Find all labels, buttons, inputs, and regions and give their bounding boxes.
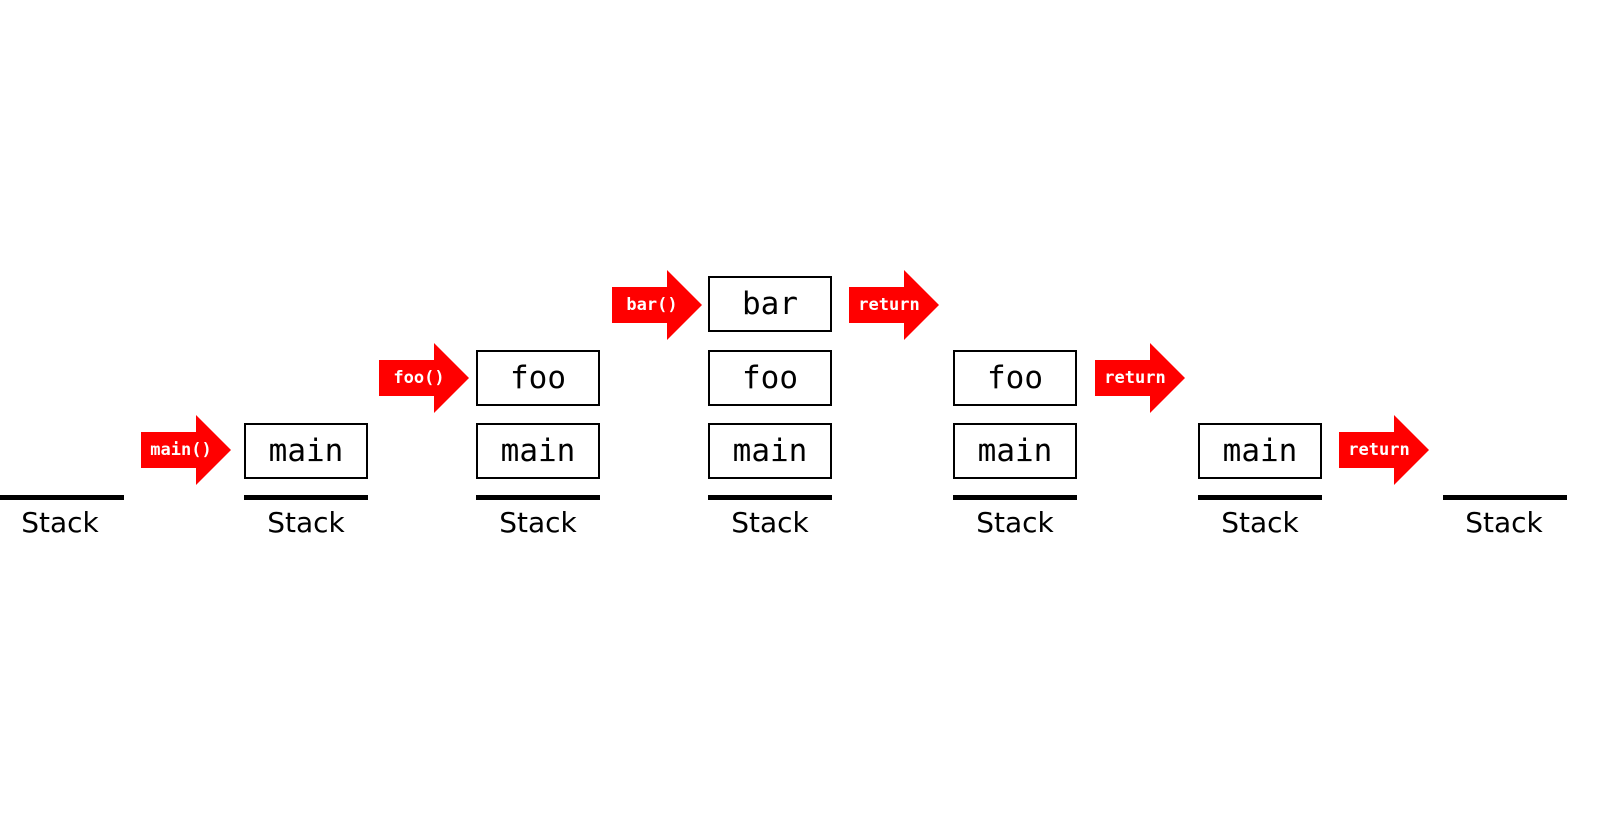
stack-label: Stack (976, 506, 1054, 539)
call-foo-arrow: foo() (379, 343, 469, 413)
stack-frame-main: main (708, 423, 832, 479)
stack-frame-main: main (1198, 423, 1322, 479)
arrow-polygon (1095, 343, 1185, 413)
stack-label: Stack (499, 506, 577, 539)
stack-frame-foo: foo (708, 350, 832, 406)
stack-base-line (953, 495, 1077, 500)
stack-base-line (708, 495, 832, 500)
call-bar-arrow: bar() (612, 270, 702, 340)
return-from-foo-arrow: return (1095, 343, 1185, 413)
stack-label: Stack (1465, 506, 1543, 539)
arrow-label: return (1348, 440, 1410, 460)
stack-label: Stack (1221, 506, 1299, 539)
stack-frame-main: main (953, 423, 1077, 479)
arrow-shape-icon (849, 270, 939, 340)
arrow-label: main() (150, 440, 212, 460)
arrow-polygon (141, 415, 231, 485)
stack-label: Stack (21, 506, 99, 539)
arrow-polygon (612, 270, 702, 340)
arrow-shape-icon (141, 415, 231, 485)
call-main-arrow: main() (141, 415, 231, 485)
arrow-polygon (849, 270, 939, 340)
stack-frame-foo: foo (476, 350, 600, 406)
return-from-main-arrow: return (1339, 415, 1429, 485)
arrow-shape-icon (1339, 415, 1429, 485)
arrow-label: return (858, 295, 920, 315)
arrow-label: return (1104, 368, 1166, 388)
arrow-shape-icon (612, 270, 702, 340)
arrow-label: bar() (626, 295, 678, 315)
return-from-bar-arrow: return (849, 270, 939, 340)
stack-frame-main: main (476, 423, 600, 479)
stack-label: Stack (731, 506, 809, 539)
stack-base-line (0, 495, 124, 500)
arrow-shape-icon (379, 343, 469, 413)
stack-frame-main: main (244, 423, 368, 479)
stack-base-line (244, 495, 368, 500)
arrow-shape-icon (1095, 343, 1185, 413)
stack-base-line (1443, 495, 1567, 500)
stack-frame-bar: bar (708, 276, 832, 332)
arrow-polygon (1339, 415, 1429, 485)
stack-frame-foo: foo (953, 350, 1077, 406)
stack-base-line (1198, 495, 1322, 500)
arrow-label: foo() (393, 368, 445, 388)
stack-label: Stack (267, 506, 345, 539)
arrow-polygon (379, 343, 469, 413)
stack-base-line (476, 495, 600, 500)
